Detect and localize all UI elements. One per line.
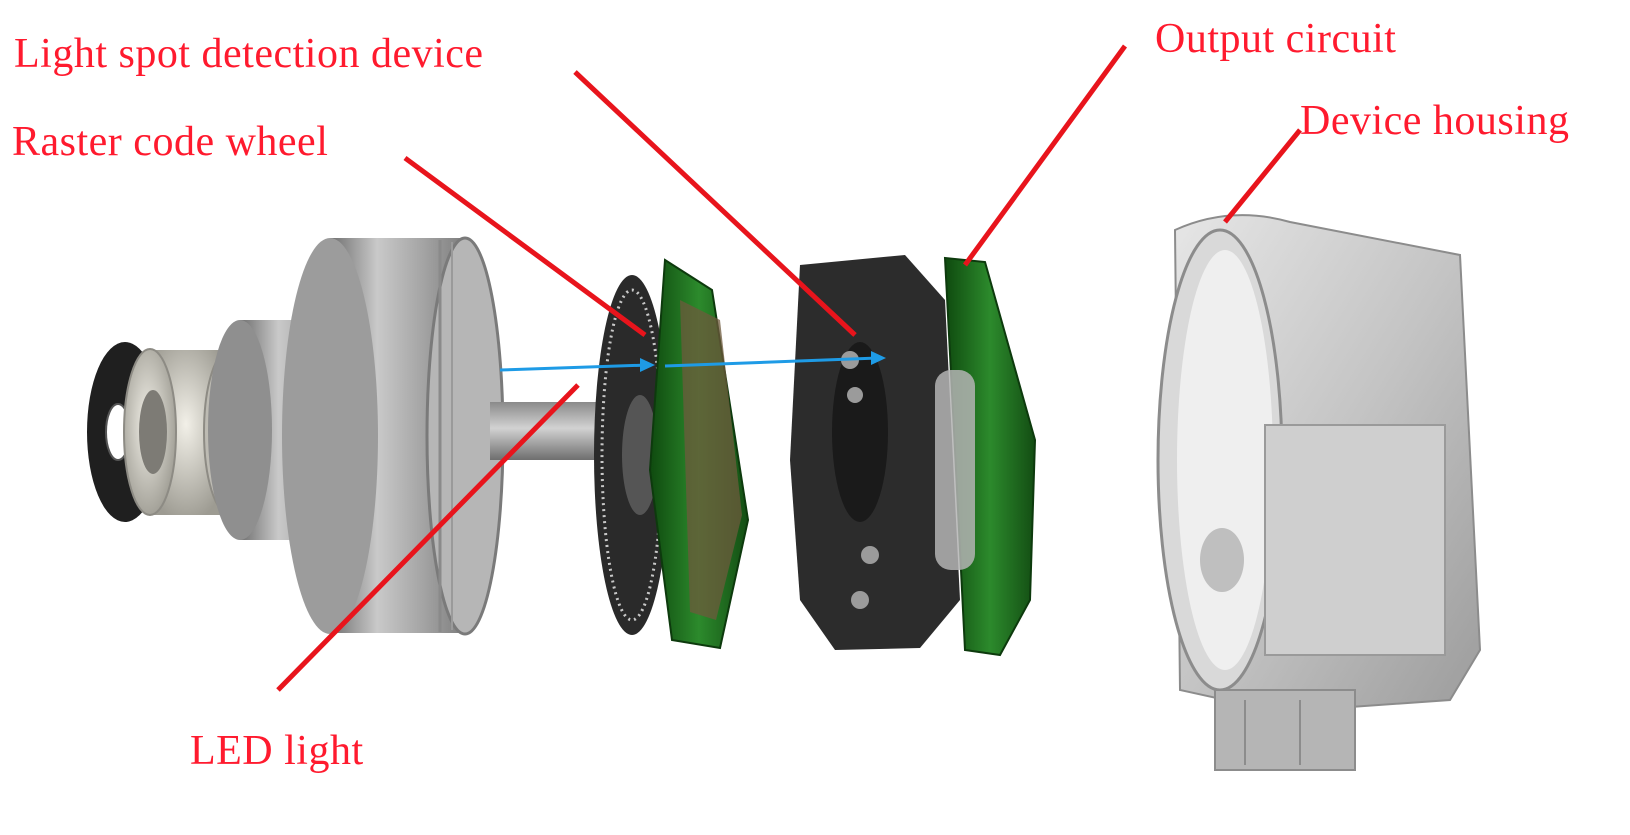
label-device-housing: Device housing — [1300, 98, 1570, 144]
output-circuit-pcb — [935, 256, 1037, 657]
label-raster-code-wheel: Raster code wheel — [12, 119, 329, 165]
light-spot-detection-device — [790, 255, 960, 650]
leader-line-device-housing — [1223, 128, 1302, 224]
leader-line-light-spot — [573, 70, 857, 337]
label-output-circuit: Output circuit — [1155, 16, 1397, 62]
label-light-spot-detection-device: Light spot detection device — [14, 31, 484, 77]
leader-line-output-circuit — [962, 44, 1128, 267]
label-led-light: LED light — [190, 728, 364, 774]
encoder-body — [208, 236, 505, 636]
light-path-arrow-1 — [499, 358, 655, 372]
light-path-arrow-2 — [664, 351, 886, 368]
leader-line-raster-wheel — [403, 155, 647, 338]
leader-line-led — [276, 383, 580, 692]
led-pcb — [648, 258, 750, 650]
device-housing — [1156, 214, 1482, 771]
